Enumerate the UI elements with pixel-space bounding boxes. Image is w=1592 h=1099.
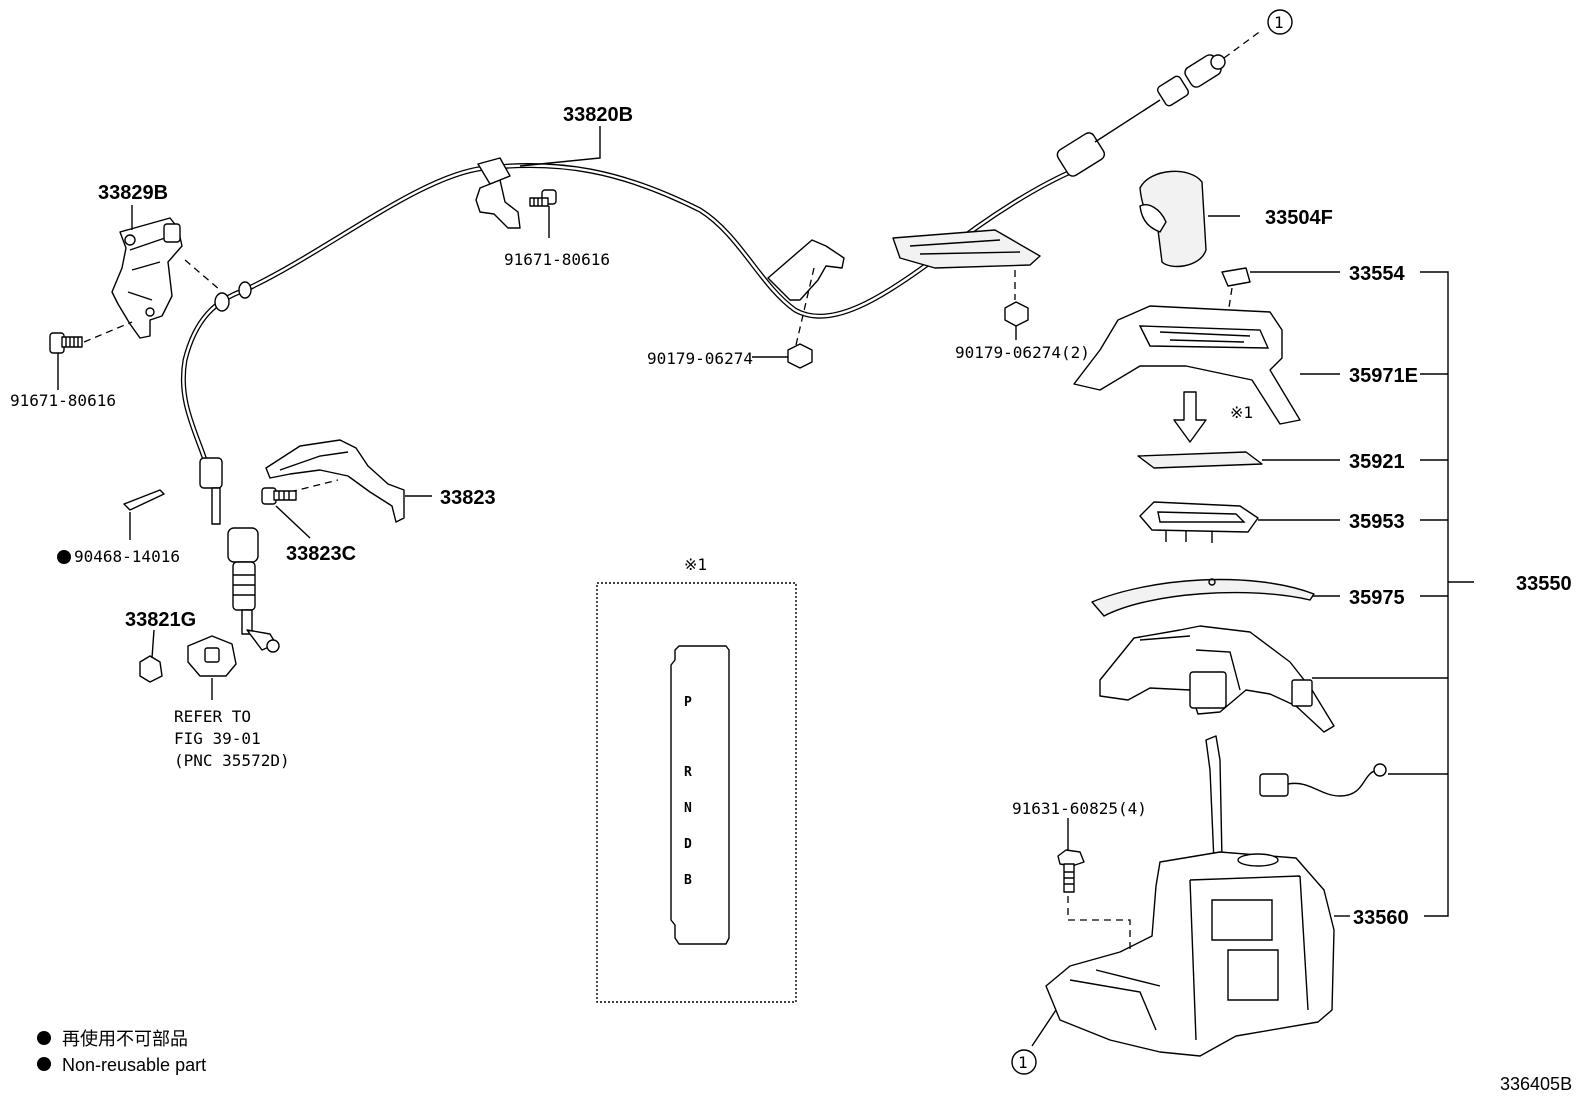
gear-letters: P R N D B <box>684 695 692 888</box>
gear-p: P <box>684 695 692 710</box>
label-33560: 33560 <box>1353 907 1409 929</box>
bracket-33829b <box>111 217 183 339</box>
shifter-33560 <box>1045 735 1335 1057</box>
label-33554: 33554 <box>1349 263 1405 285</box>
legend-dot-1 <box>37 1031 51 1045</box>
housing-35971e <box>1073 305 1301 425</box>
label-35971e: 35971E <box>1349 365 1418 387</box>
label-35975: 35975 <box>1349 587 1405 609</box>
gear-pattern-box <box>596 582 797 1003</box>
refer-line-1: REFER TO <box>174 707 251 726</box>
bolt-left <box>49 332 83 354</box>
cable-clamp-top <box>475 157 521 229</box>
install-arrow <box>1173 391 1207 443</box>
ref-marker-top: 1 <box>1274 13 1284 32</box>
nut-right <box>1004 301 1029 327</box>
label-33550: 33550 <box>1516 573 1572 595</box>
bolt-top <box>529 189 557 207</box>
legend-line-2: Non-reusable part <box>62 1055 206 1075</box>
label-nut-right: 90179-06274(2) <box>955 343 1090 362</box>
ref-marker-top-circle <box>1267 9 1293 35</box>
label-35953: 35953 <box>1349 511 1405 533</box>
gear-n: N <box>684 801 692 816</box>
label-33823c: 33823C <box>286 543 356 565</box>
nut-mid <box>787 343 813 369</box>
note-marker-box: ※1 <box>684 555 707 574</box>
label-bolt-top: 91671-80616 <box>504 250 610 269</box>
plate-35921 <box>1137 451 1263 469</box>
bolt-33823c <box>261 487 297 505</box>
note-marker: ※1 <box>1230 403 1253 422</box>
clip-90468 <box>123 489 165 511</box>
console-cover <box>1099 625 1335 733</box>
legend-dot-2 <box>37 1057 51 1071</box>
wire-harness <box>1259 763 1387 797</box>
label-90468: 90468-14016 <box>74 547 180 566</box>
gear-r: R <box>684 765 692 780</box>
label-bolt-left: 91671-80616 <box>10 391 116 410</box>
label-33829b: 33829B <box>98 182 168 204</box>
refer-line-3: (PNC 35572D) <box>174 751 290 770</box>
label-bolt-bottom: 91631-60825(4) <box>1012 799 1147 818</box>
assy-33550-bracket <box>1420 271 1474 917</box>
gear-b: B <box>684 873 692 888</box>
shift-knob <box>1139 170 1207 268</box>
retainer-33823 <box>265 439 405 523</box>
label-33823: 33823 <box>440 487 496 509</box>
label-33504f: 33504F <box>1265 207 1333 229</box>
legend-line-1: 再使用不可部品 <box>62 1029 188 1049</box>
label-35921: 35921 <box>1349 451 1405 473</box>
refer-line-2: FIG 39-01 <box>174 729 261 748</box>
ref-marker-bottom: 1 <box>1018 1053 1028 1072</box>
label-nut-mid: 90179-06274 <box>647 349 753 368</box>
bushing-33821g <box>139 635 237 683</box>
clip-33554 <box>1221 267 1251 287</box>
slide-35975 <box>1091 578 1315 617</box>
indicator-35953 <box>1139 501 1259 543</box>
label-33820b: 33820B <box>563 104 633 126</box>
figure-code: 336405B <box>1500 1074 1572 1094</box>
cable-bracket-mid <box>767 239 845 301</box>
non-reusable-dot <box>57 550 71 564</box>
ref-marker-bottom-circle <box>1011 1049 1037 1075</box>
label-33821g: 33821G <box>125 609 196 631</box>
bolt-bottom <box>1057 849 1085 893</box>
cable-grommet <box>214 281 252 312</box>
gear-d: D <box>684 837 692 852</box>
cable-bracket-upper <box>892 229 1041 269</box>
